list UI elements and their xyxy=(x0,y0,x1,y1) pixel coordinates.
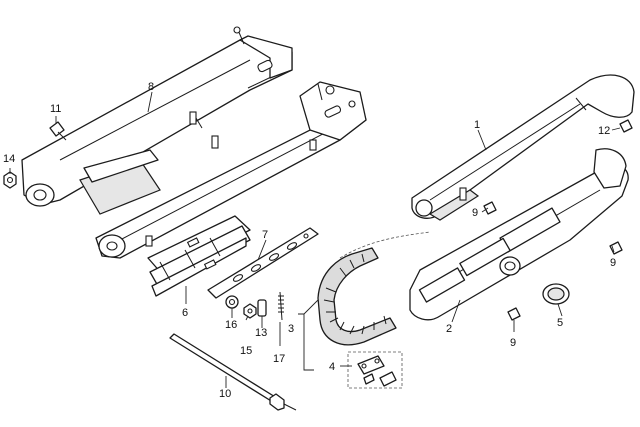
callout-9-upper: 9 xyxy=(472,207,478,219)
callout-5: 5 xyxy=(557,317,563,329)
callout-11: 11 xyxy=(50,103,61,115)
chain-case-upper xyxy=(411,74,635,221)
callout-1: 1 xyxy=(474,119,480,131)
callout-15: 15 xyxy=(240,345,252,357)
callout-2: 2 xyxy=(446,323,452,335)
nut-14 xyxy=(3,171,17,189)
callout-12: 12 xyxy=(598,125,610,137)
swingarm xyxy=(21,26,367,259)
bolt-11 xyxy=(49,121,67,141)
case-bolts xyxy=(483,119,633,321)
small-fasteners xyxy=(225,291,284,321)
callout-17: 17 xyxy=(273,353,285,365)
chain-slider xyxy=(147,215,251,297)
callout-8: 8 xyxy=(148,81,154,93)
callout-7: 7 xyxy=(262,229,268,241)
drive-chain xyxy=(317,231,431,346)
chain-case-lower xyxy=(409,148,629,321)
callout-labels: 1 2 3 4 5 6 7 8 9 9 9 10 11 12 13 14 15 … xyxy=(3,81,616,400)
callout-13: 13 xyxy=(255,327,267,339)
adjuster-plate xyxy=(207,227,319,299)
callout-9-lower: 9 xyxy=(510,337,516,349)
axle xyxy=(169,333,297,411)
callout-6: 6 xyxy=(182,307,188,319)
leader-lines xyxy=(9,91,621,388)
callout-10: 10 xyxy=(219,388,231,400)
inspection-cap xyxy=(542,283,570,305)
master-link-kit xyxy=(347,351,403,389)
callout-16: 16 xyxy=(225,319,237,331)
callout-9-right: 9 xyxy=(610,257,616,269)
callout-3: 3 xyxy=(288,323,294,335)
callout-4: 4 xyxy=(329,361,335,373)
callout-14: 14 xyxy=(3,153,15,165)
